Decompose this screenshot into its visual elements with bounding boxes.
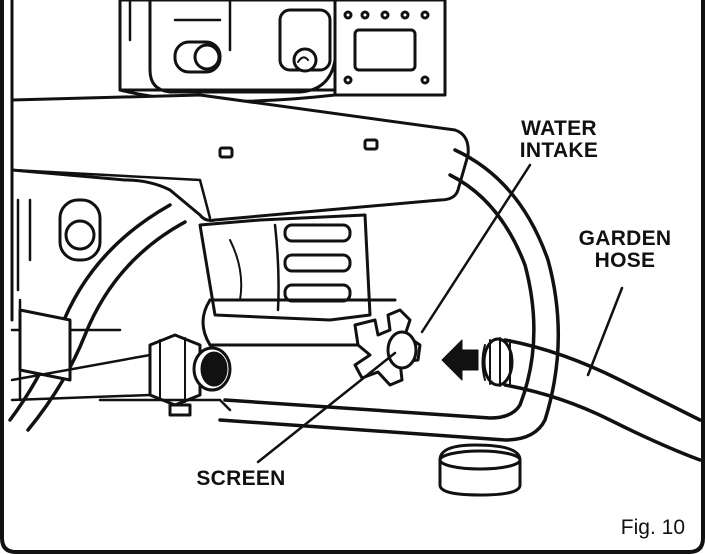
platform-plate	[10, 93, 470, 222]
leader-garden-hose	[586, 286, 624, 377]
frame-tube	[218, 148, 561, 442]
foot-pad	[438, 443, 522, 497]
engine-block	[118, 0, 447, 103]
water-intake-label-line1: WATER	[521, 117, 597, 140]
water-intake-fitting	[353, 308, 422, 387]
flow-arrow	[441, 339, 479, 381]
water-intake-label-line2: INTAKE	[519, 139, 599, 162]
garden-hose-label-line2: HOSE	[594, 249, 656, 272]
pump-body	[198, 213, 372, 322]
garden-hose-label-line1: GARDEN	[578, 227, 672, 250]
screen-label-text: SCREEN	[196, 467, 286, 490]
lower-rail	[98, 398, 232, 417]
screen-label: SCREEN	[186, 468, 296, 490]
figure-number: Fig. 10	[620, 516, 685, 539]
water-intake-label: WATER INTAKE	[509, 118, 609, 162]
leader-screen	[256, 351, 397, 464]
outlet-fitting	[10, 308, 232, 407]
garden-hose	[481, 337, 702, 462]
garden-hose-label: GARDEN HOSE	[570, 228, 680, 272]
leader-water-intake	[420, 163, 532, 334]
